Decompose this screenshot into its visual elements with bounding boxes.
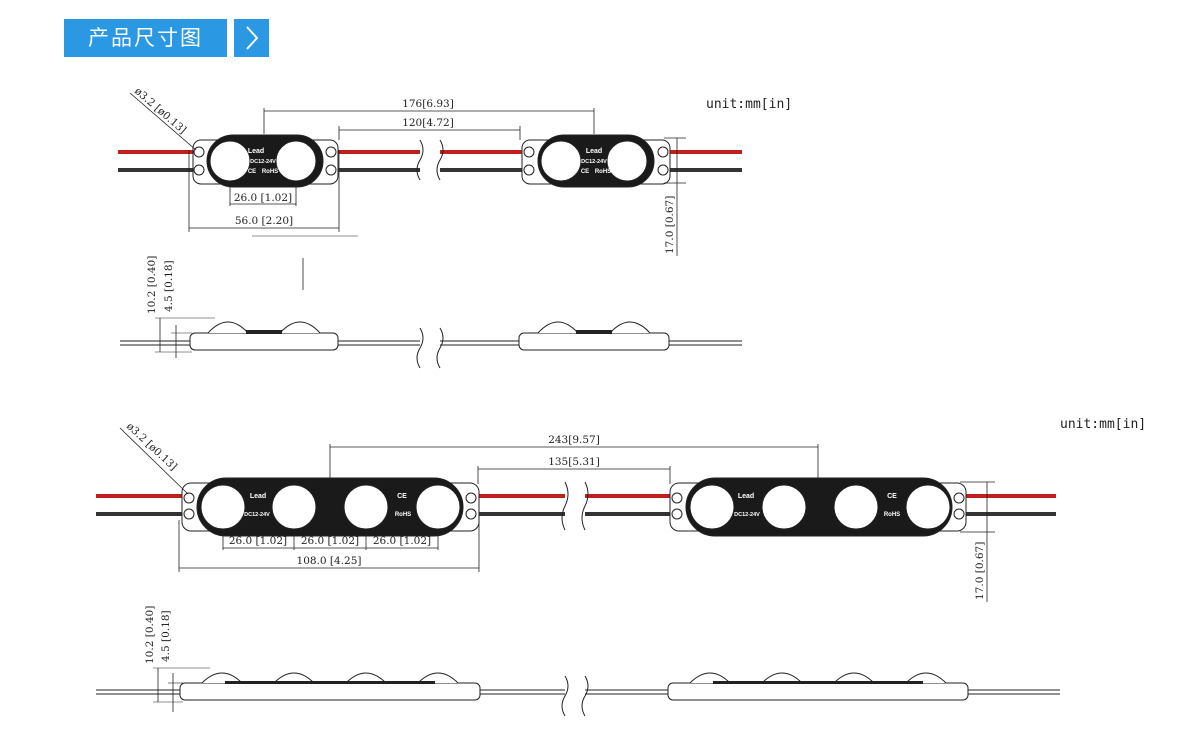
dim-pitch-total: 176[6.93] (402, 98, 454, 110)
section-header: 产品尺寸图 (64, 19, 269, 57)
top-module-side-view: 10.2 [0.40] 4.5 [0.18] (120, 256, 742, 369)
module-rohs-mark: RoHS (884, 512, 900, 518)
module-brand: Lead (738, 493, 754, 500)
dim-width: 17.0 [0.67] (664, 196, 676, 254)
module-ce-mark: CE (581, 169, 589, 175)
top-module-top-view: Lead DC12-24V CE RoHS Lead DC12-24V CE R… (118, 85, 742, 290)
dim-length: 56.0 [2.20] (235, 215, 293, 227)
module-brand: Lead (586, 148, 602, 155)
chevron-right-icon (245, 26, 258, 50)
dim-lens-pitch-3: 26.0 [1.02] (373, 535, 431, 547)
module-voltage: DC12-24V (581, 159, 607, 165)
dim-wire-diameter: ø3.2 [ø0.13] (124, 420, 179, 473)
module-rohs-mark: RoHS (395, 512, 411, 518)
dim-height-body: 4.5 [0.18] (163, 260, 175, 312)
dim-lens-pitch-2: 26.0 [1.02] (301, 535, 359, 547)
dim-height-body: 4.5 [0.18] (160, 610, 172, 662)
dim-width: 17.0 [0.67] (974, 542, 986, 600)
dim-lens-pitch: 26.0 [1.02] (234, 192, 292, 204)
dim-pitch-total: 243[9.57] (548, 434, 600, 446)
dim-wire-diameter: ø3.2 [ø0.13] (132, 85, 188, 136)
dim-lens-pitch-1: 26.0 [1.02] (229, 535, 287, 547)
module-brand: Lead (248, 148, 264, 155)
unit-label: unit:mm[in] (1060, 417, 1146, 432)
dim-height-total: 10.2 [0.40] (144, 606, 156, 664)
module-rohs-mark: RoHS (595, 169, 611, 175)
section-title: 产品尺寸图 (64, 19, 227, 57)
dim-gap: 135[5.31] (548, 456, 600, 468)
unit-label: unit:mm[in] (706, 97, 792, 112)
module-ce-mark: CE (887, 493, 897, 500)
module-rohs-mark: RoHS (262, 169, 278, 175)
bottom-module-side-view: 10.2 [0.40] 4.5 [0.18] (96, 606, 1060, 717)
module-voltage: DC12-24V (244, 512, 270, 518)
dim-height-total: 10.2 [0.40] (146, 256, 158, 314)
module-ce-mark: CE (397, 493, 407, 500)
module-voltage: DC12-24V (250, 159, 276, 165)
module-brand: Lead (250, 493, 266, 500)
next-button[interactable] (234, 19, 269, 57)
module-voltage: DC12-24V (734, 512, 760, 518)
module-ce-mark: CE (248, 169, 256, 175)
bottom-module-top-view: Lead DC12-24V CE RoHS Lead DC12-24V CE R… (96, 420, 1056, 602)
dim-length: 108.0 [4.25] (297, 555, 362, 567)
dim-gap: 120[4.72] (402, 117, 454, 129)
